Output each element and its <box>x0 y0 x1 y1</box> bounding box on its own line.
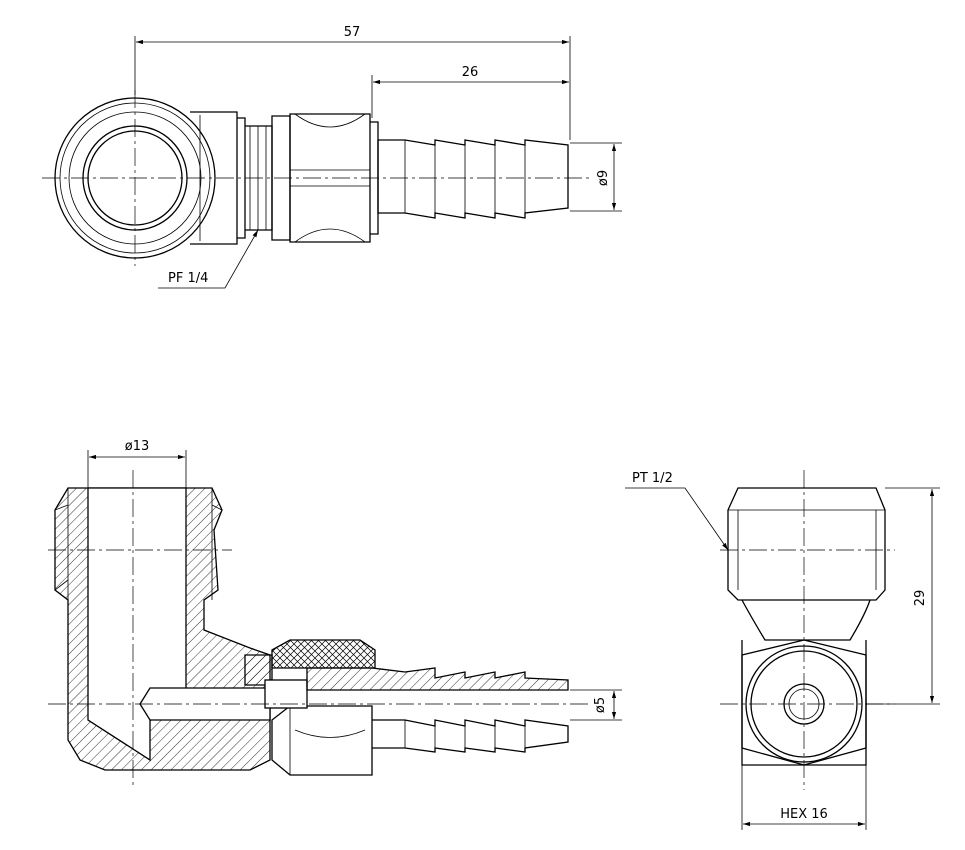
dim-bore-diameter: ø13 <box>125 439 150 454</box>
dim-inner-diameter: ø5 <box>593 697 608 713</box>
top-view: 57 26 ø9 PF 1/4 <box>42 25 622 289</box>
label-thread-pt: PT 1/2 <box>632 471 673 486</box>
dim-barb-length: 26 <box>462 65 479 80</box>
dim-height: 29 <box>913 590 928 607</box>
end-view: 29 HEX 16 PT 1/2 <box>625 470 940 830</box>
dim-barb-diameter: ø9 <box>596 170 611 186</box>
section-view: ø13 ø5 <box>48 439 622 785</box>
dim-hex-size: HEX 16 <box>780 807 828 822</box>
label-thread-pf: PF 1/4 <box>168 271 208 286</box>
dim-overall-length: 57 <box>344 25 361 40</box>
